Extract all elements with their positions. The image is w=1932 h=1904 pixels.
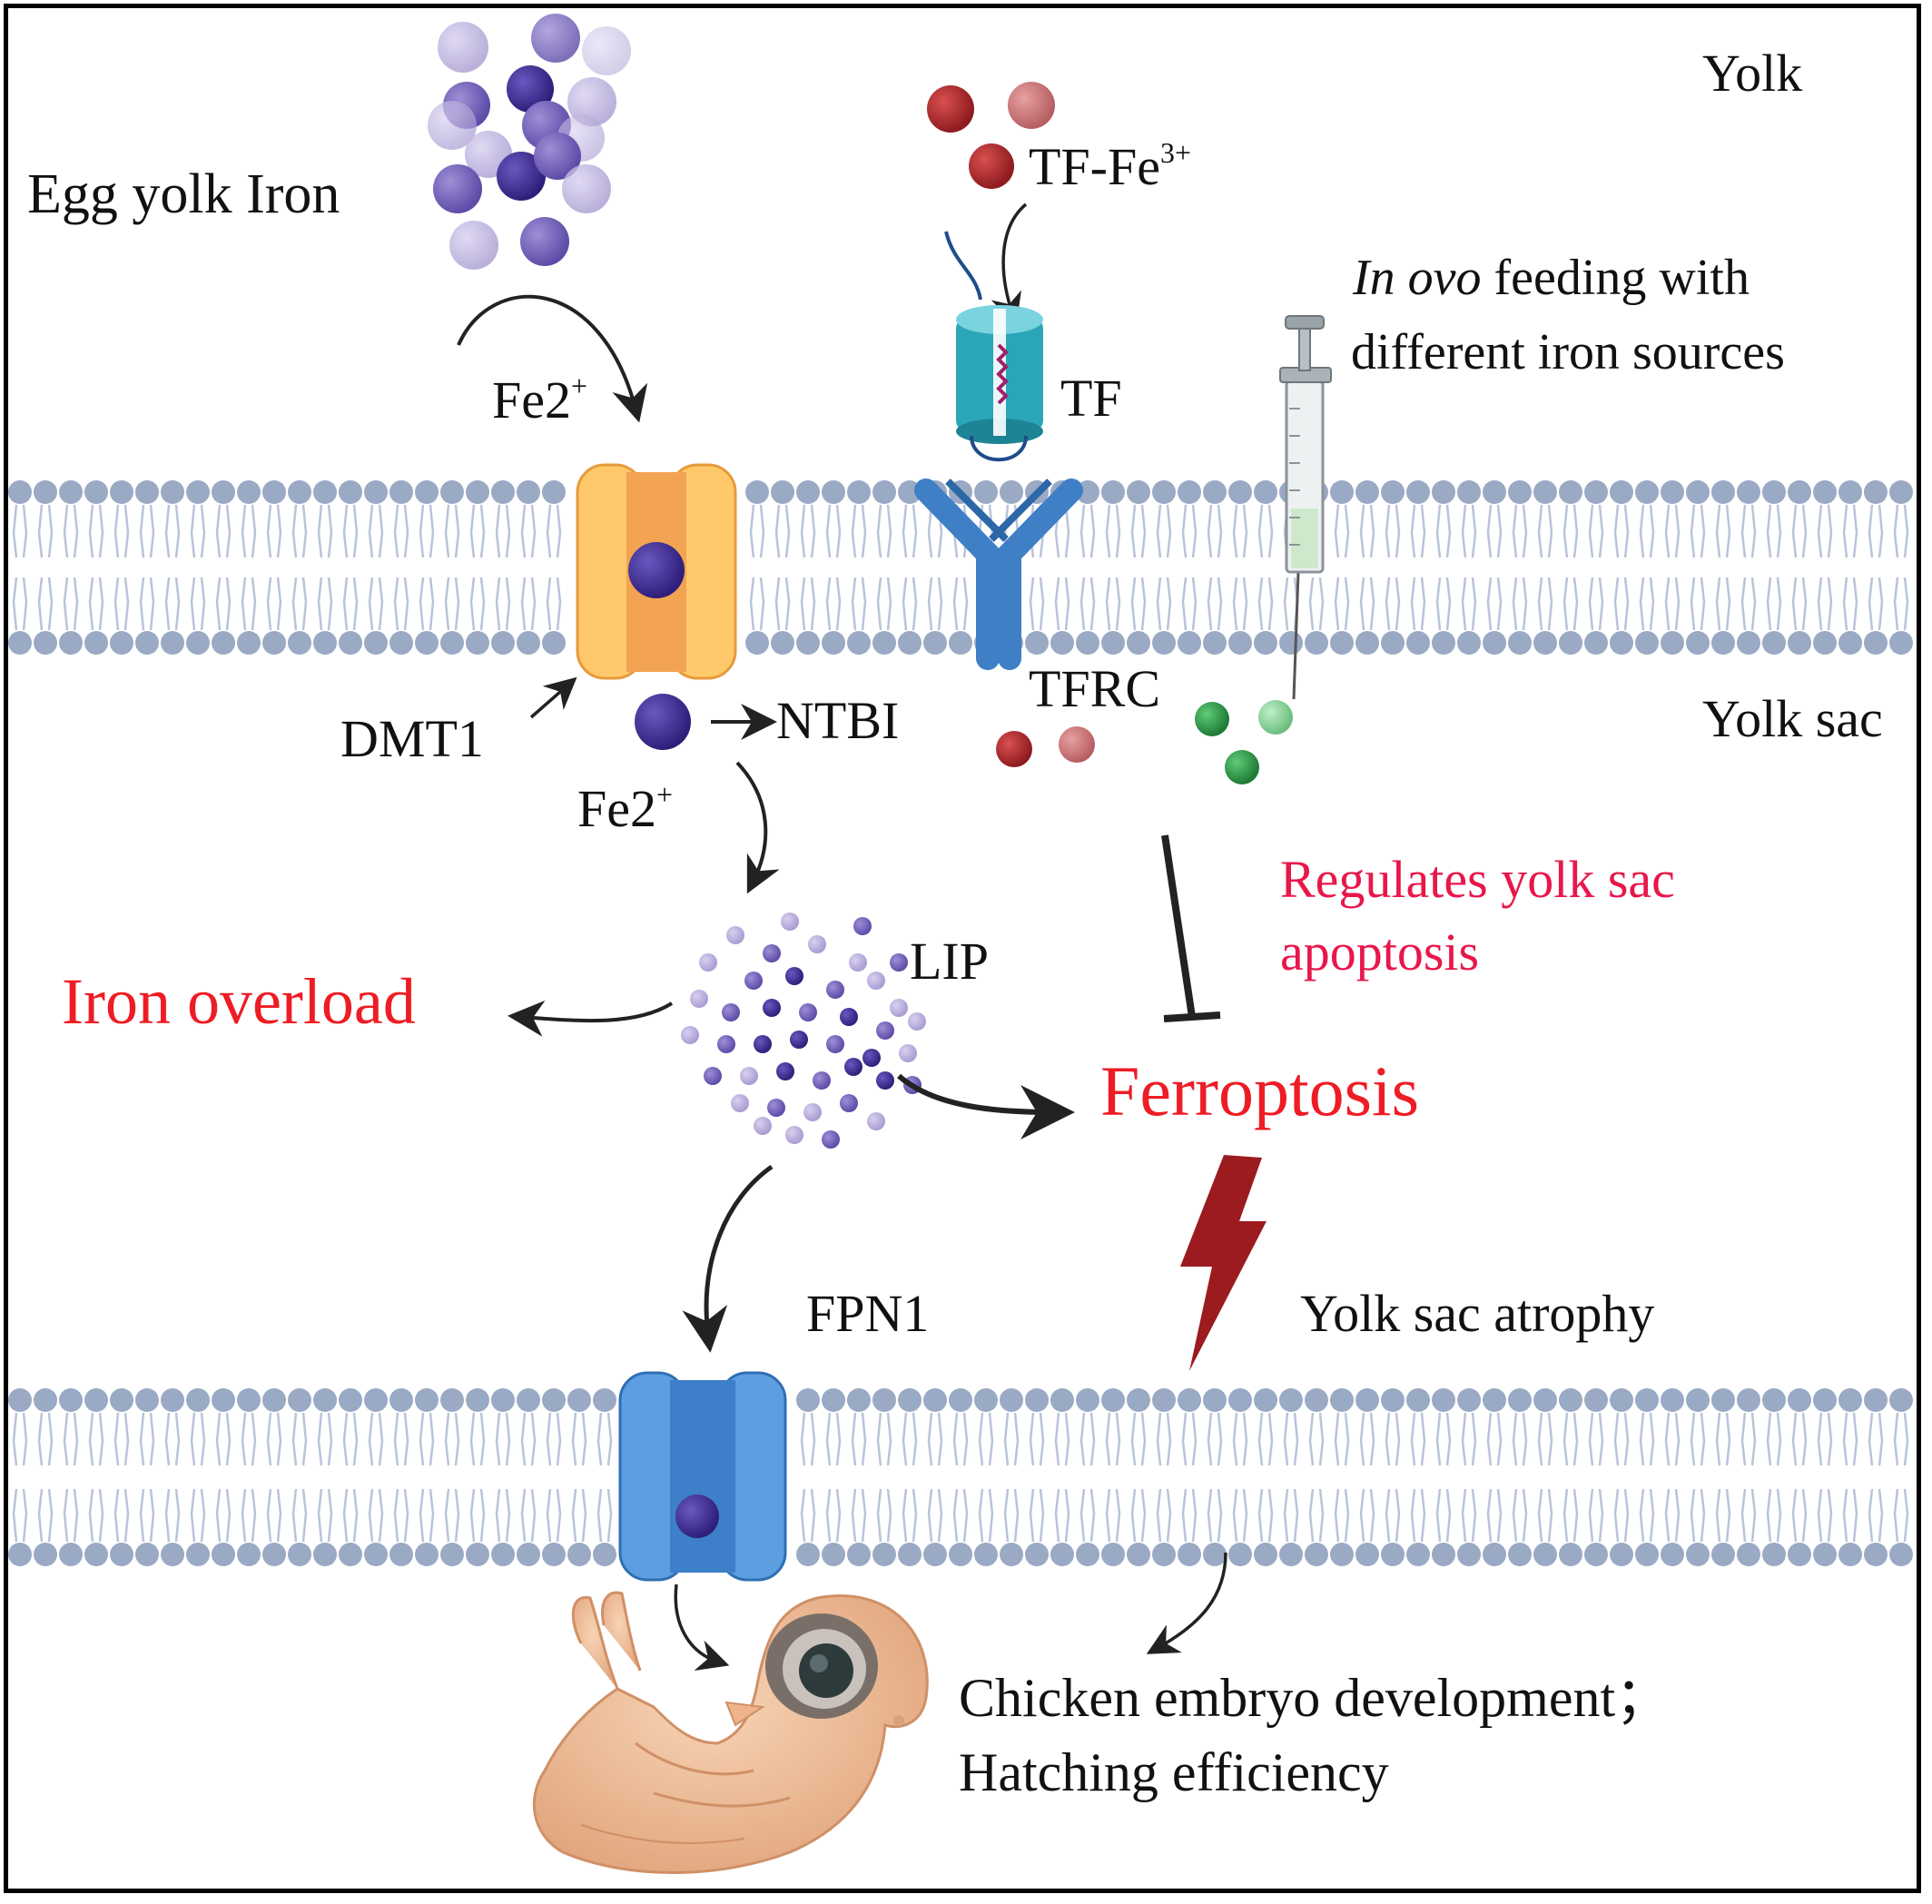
ntbi-iron-particle — [635, 694, 691, 750]
label-regulates-line2: apoptosis — [1280, 922, 1480, 982]
lightning-bolt-icon — [1180, 1155, 1267, 1371]
labile-iron-pool — [681, 913, 926, 1149]
label-hatching-efficiency: Hatching efficiency — [959, 1742, 1389, 1802]
arrow-to-embryo-development — [1146, 1552, 1227, 1654]
arrow-lip-to-fpn1 — [682, 1164, 774, 1353]
label-in-ovo-line2: different iron sources — [1351, 324, 1785, 380]
chicken-embryo-illustration — [532, 1591, 929, 1874]
label-egg-yolk-iron: Egg yolk Iron — [27, 163, 340, 225]
label-lip: LIP — [910, 932, 989, 991]
label-iron-overload: Iron overload — [62, 965, 416, 1038]
upper-membrane — [8, 480, 1913, 655]
label-ntbi: NTBI — [776, 691, 900, 750]
fpn1-transporter — [618, 1371, 787, 1582]
label-regulates-line1: Regulates yolk sac — [1280, 850, 1675, 909]
arrow-lip-to-iron-overload — [508, 1000, 674, 1037]
inhibition-bar — [1161, 834, 1221, 1022]
arrow-lip-to-ferroptosis — [897, 1073, 1075, 1139]
label-fpn1: FPN1 — [806, 1284, 930, 1343]
label-tf-fe3: TF-Fe3+ — [1029, 137, 1191, 196]
label-dmt1: DMT1 — [340, 709, 484, 768]
dmt1-transporter — [576, 463, 737, 680]
label-ferroptosis: Ferroptosis — [1100, 1051, 1419, 1130]
label-yolk-sac: Yolk sac — [1702, 689, 1883, 748]
label-tfrc: TFRC — [1029, 659, 1161, 718]
tf-protein — [944, 231, 1043, 462]
label-in-ovo-line1: In ovo feeding with — [1353, 250, 1750, 306]
yolk-sac-iron-particles — [996, 700, 1293, 784]
arrow-fe2-to-lip — [735, 761, 780, 894]
arrow-yolk-to-dmt1 — [457, 294, 648, 423]
tf-iron-particles — [927, 82, 1055, 189]
tfrc-receptor — [914, 478, 1083, 670]
label-yolk: Yolk — [1702, 44, 1803, 103]
label-tf: TF — [1060, 369, 1122, 428]
arrow-fpn1-to-embryo — [674, 1583, 730, 1671]
syringe — [1279, 315, 1332, 700]
label-fe2-mid: Fe2+ — [577, 779, 673, 838]
arrow-to-dmt1 — [529, 676, 577, 719]
arrow-tf-fe3-to-tf — [991, 202, 1028, 326]
label-yolk-sac-atrophy: Yolk sac atrophy — [1300, 1284, 1655, 1343]
egg-yolk-iron-cluster — [428, 14, 631, 270]
figure-frame — [4, 4, 1921, 1893]
label-embryo-development: Chicken embryo development； — [959, 1668, 1671, 1728]
label-fe2-top: Fe2+ — [492, 370, 587, 429]
lower-membrane — [8, 1388, 1913, 1566]
